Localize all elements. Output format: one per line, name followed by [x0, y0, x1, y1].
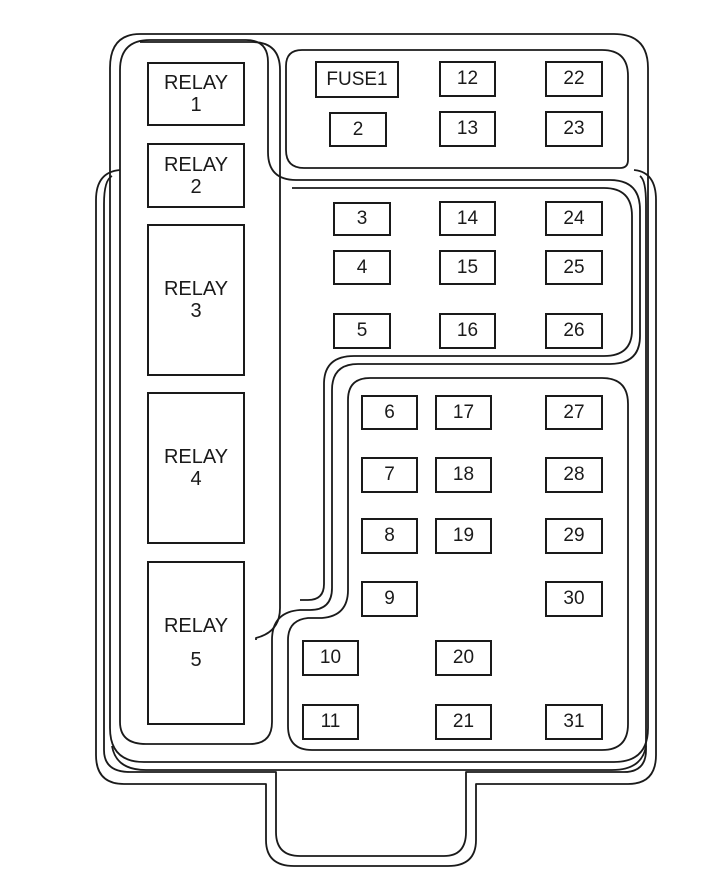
fuse-14: 14 — [439, 201, 496, 236]
relay-5-number: 5 — [190, 649, 202, 671]
fuse-8: 8 — [361, 518, 418, 554]
relay-2-number: 2 — [190, 175, 202, 198]
fuse-4: 4 — [333, 250, 391, 285]
fuse-22: 22 — [545, 61, 603, 97]
fuse-7: 7 — [361, 457, 418, 493]
fuse-11: 11 — [302, 704, 359, 740]
relay-1: RELAY 1 — [147, 62, 245, 126]
fuse-9: 9 — [361, 581, 418, 617]
relay-2-label: RELAY — [163, 153, 229, 176]
fuse-17: 17 — [435, 395, 492, 430]
housing-lip — [111, 745, 647, 771]
relay-channel-left — [119, 39, 641, 745]
fuse-25: 25 — [545, 250, 603, 285]
upper-compartment — [285, 49, 629, 169]
fuse-20: 20 — [435, 640, 492, 676]
fuse-10: 10 — [302, 640, 359, 676]
relay-4-label: RELAY — [163, 446, 229, 468]
fuse-29: 29 — [545, 518, 603, 554]
fuse-27: 27 — [545, 395, 603, 430]
fuse-16: 16 — [439, 313, 496, 349]
fuse-26: 26 — [545, 313, 603, 349]
relay-1-label: RELAY — [163, 72, 229, 94]
fuse-30: 30 — [545, 581, 603, 617]
relay-channel — [140, 41, 281, 640]
relay-4-number: 4 — [190, 468, 202, 490]
housing-main-outline — [109, 33, 649, 763]
fuse-6: 6 — [361, 395, 418, 430]
fuse-31: 31 — [545, 704, 603, 740]
relay-4: RELAY 4 — [147, 392, 245, 544]
fuse-3: 3 — [333, 202, 391, 236]
middle-compartment — [292, 187, 633, 601]
relay-2: RELAY 2 — [147, 143, 245, 208]
fuse-18: 18 — [435, 457, 492, 493]
fuse-12: 12 — [439, 61, 496, 97]
relay-1-number: 1 — [190, 94, 202, 116]
housing-outer-shell — [95, 169, 657, 867]
fuse-2: 2 — [329, 112, 387, 147]
fuse-19: 19 — [435, 518, 492, 554]
fuse-5: 5 — [333, 313, 391, 349]
fuse-28: 28 — [545, 457, 603, 493]
fuse-13: 13 — [439, 111, 496, 147]
relay-5-label: RELAY — [163, 615, 229, 637]
fuse-1: FUSE1 — [315, 61, 399, 98]
relay-3-number: 3 — [190, 300, 202, 322]
fuse-23: 23 — [545, 111, 603, 147]
relay-3: RELAY 3 — [147, 224, 245, 376]
relay-3-label: RELAY — [163, 278, 229, 300]
fuse-15: 15 — [439, 250, 496, 285]
relay-5: RELAY 5 — [147, 561, 245, 725]
fuse-24: 24 — [545, 201, 603, 236]
lower-compartment — [287, 377, 629, 751]
fuse-21: 21 — [435, 704, 492, 740]
